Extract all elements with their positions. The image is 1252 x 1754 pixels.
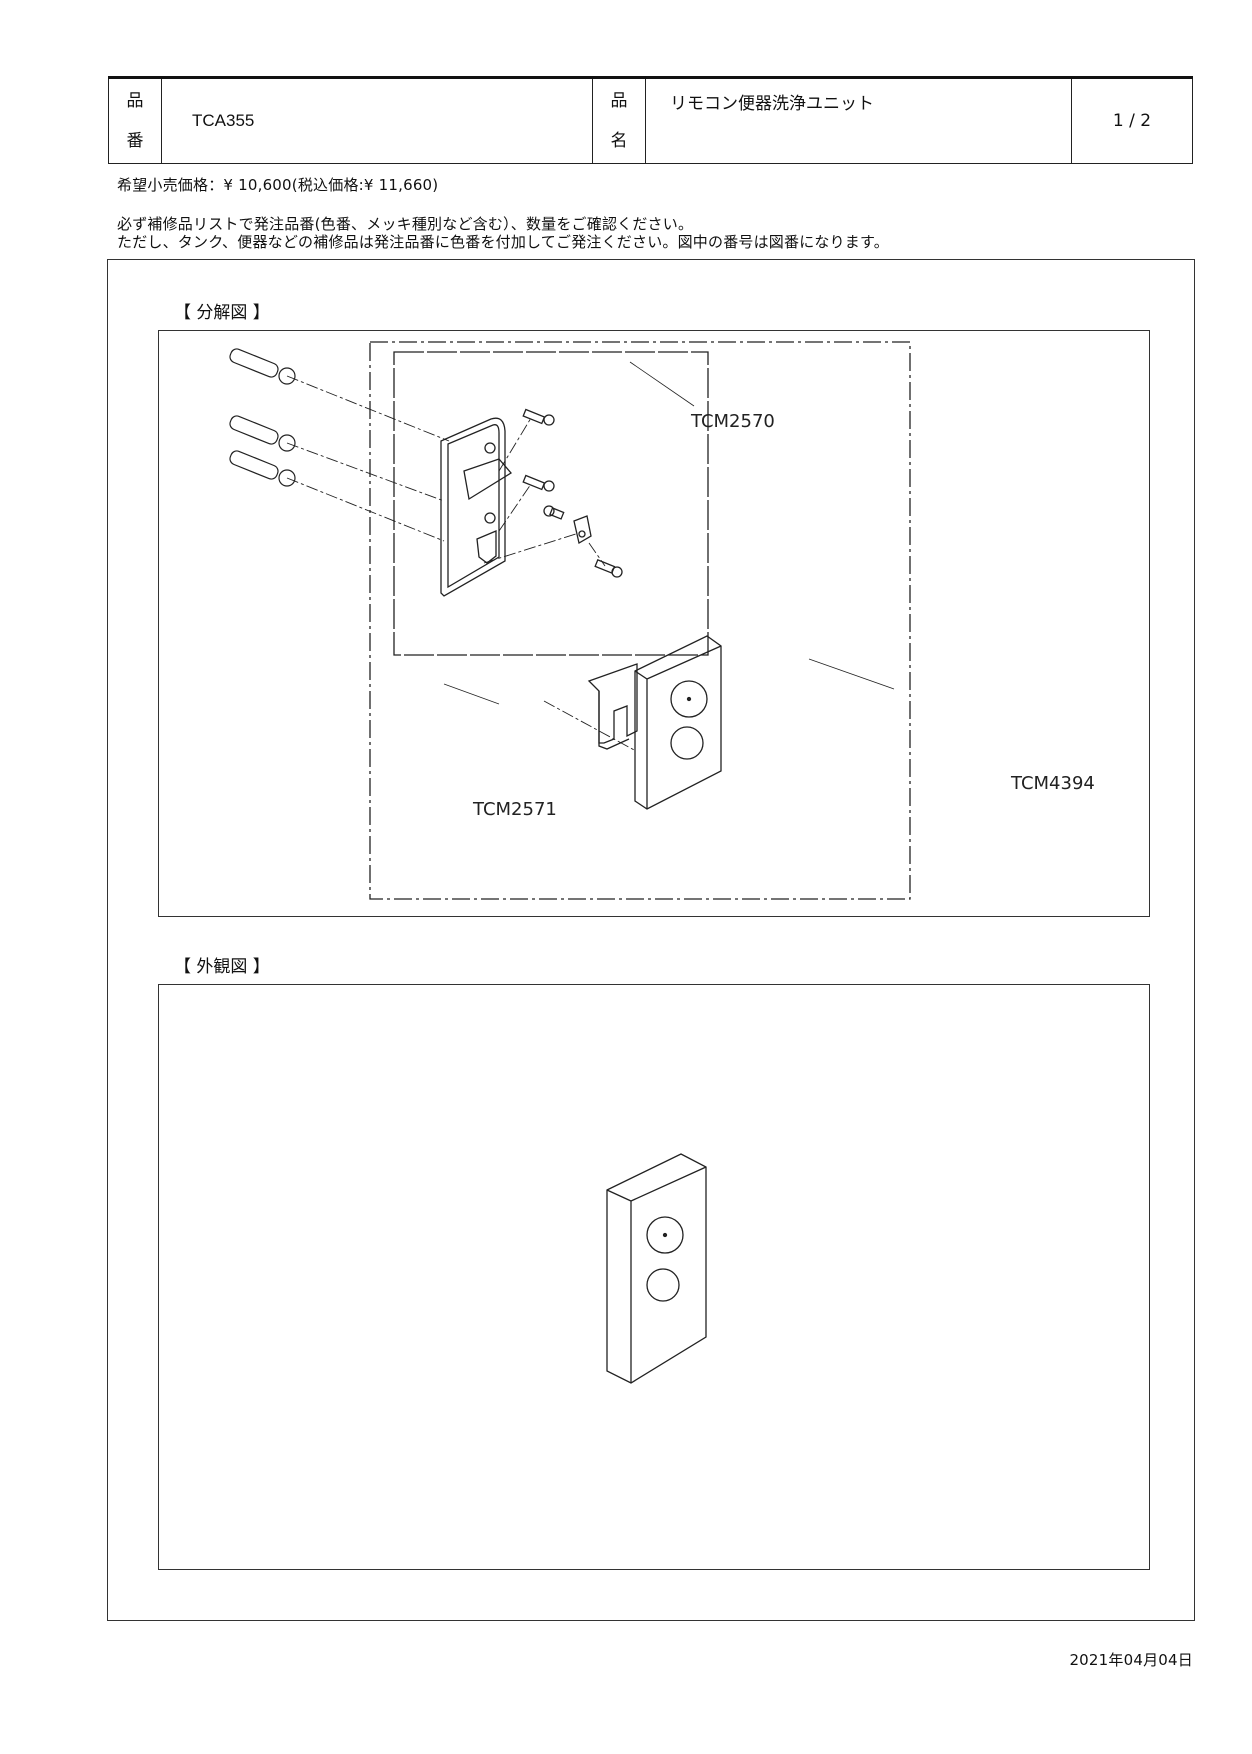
price-text: 希望小売価格：¥ 10,600(税込価格:¥ 11,660) xyxy=(117,176,439,194)
part-number: TCA355 xyxy=(161,77,593,164)
page-number: 1 / 2 xyxy=(1071,77,1193,164)
part-label-tcm4394: TCM4394 xyxy=(1011,773,1095,794)
exploded-drawing xyxy=(229,341,911,900)
part-name: リモコン便器洗浄ユニット xyxy=(645,77,1072,164)
header-table: 品番 TCA355 品名 リモコン便器洗浄ユニット 1 / 2 xyxy=(108,76,1193,164)
remote-holder xyxy=(587,663,638,750)
issue-date: 2021年04月04日 xyxy=(1069,1651,1193,1669)
note-line-1: 必ず補修品リストで発注品番(色番、メッキ種別など含む）、数量をご確認ください。 xyxy=(117,215,694,233)
remote-controller xyxy=(634,635,722,810)
kit-outline xyxy=(369,341,911,900)
note-line-2: ただし、タンク、便器などの補修品は発注品番に色番を付加してご発注ください。図中の… xyxy=(117,233,889,251)
wall-anchors xyxy=(229,348,296,487)
bracket-set-outline xyxy=(393,351,709,656)
exterior-title: 【 外観図 】 xyxy=(174,957,270,977)
part-label-tcm2571: TCM2571 xyxy=(473,799,557,820)
drawing-frame xyxy=(107,259,1195,1621)
leader-lines xyxy=(443,361,895,705)
remote-controller-exterior xyxy=(606,1153,707,1384)
exploded-title: 【 分解図 】 xyxy=(174,303,270,323)
part-number-label: 品番 xyxy=(108,77,162,164)
screws xyxy=(522,408,623,578)
exterior-view-box xyxy=(158,984,1150,1570)
part-label-tcm2570: TCM2570 xyxy=(691,411,775,432)
part-name-label: 品名 xyxy=(592,77,646,164)
exploded-view-box: TCM2570 TCM4394 TCM2571 xyxy=(158,330,1150,917)
wall-plate xyxy=(440,417,512,597)
